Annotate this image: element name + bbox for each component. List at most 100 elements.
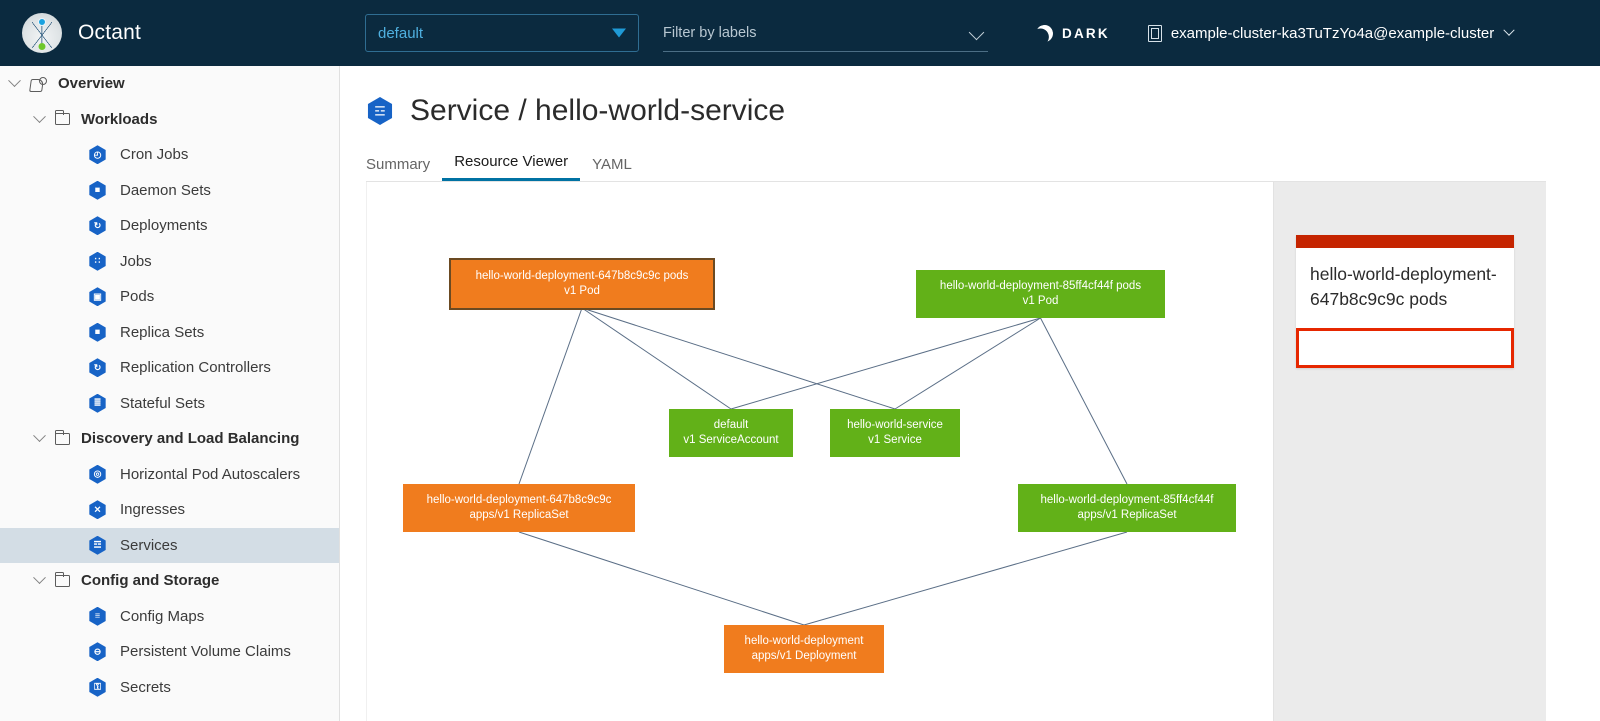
sidebar-item-workloads[interactable]: Workloads bbox=[0, 102, 339, 138]
sidebar-item-stateful-sets[interactable]: ≣ Stateful Sets bbox=[0, 386, 339, 422]
sidebar-item-label: Daemon Sets bbox=[120, 181, 211, 199]
sidebar-item-label: Ingresses bbox=[120, 501, 186, 519]
namespace-select[interactable]: default bbox=[365, 14, 639, 52]
sidebar-item-config-and-storage[interactable]: Config and Storage bbox=[0, 563, 339, 599]
sidebar-item-config-maps[interactable]: ≡ Config Maps bbox=[0, 599, 339, 635]
sidebar-item-label: Workloads bbox=[81, 110, 158, 128]
sidebar-item-label: Config Maps bbox=[120, 607, 205, 625]
folder-icon bbox=[54, 571, 70, 587]
caret-down-icon bbox=[612, 28, 626, 38]
sidebar-item-label: Replication Controllers bbox=[120, 359, 271, 377]
chevron-down-icon bbox=[968, 24, 985, 41]
main-content: ☲ Service / hello-world-service Summary R… bbox=[340, 66, 1600, 721]
pod-icon: ▣ bbox=[88, 287, 107, 307]
tab-yaml[interactable]: YAML bbox=[592, 156, 632, 173]
graph-node-kind: apps/v1 ReplicaSet bbox=[469, 509, 569, 521]
sidebar-item-label: Stateful Sets bbox=[120, 394, 206, 412]
graph-node-rs-85f[interactable]: hello-world-deployment-85ff4cf44f apps/v1… bbox=[1018, 484, 1236, 532]
sidebar-item-pods[interactable]: ▣Pods bbox=[0, 279, 339, 315]
sidebar-item-cron-jobs[interactable]: ◴Cron Jobs bbox=[0, 137, 339, 173]
chevron-down-icon[interactable] bbox=[8, 74, 21, 88]
sidebar-item-overview[interactable]: Overview bbox=[0, 66, 339, 102]
graph-node-kind: v1 ServiceAccount bbox=[683, 434, 779, 446]
sidebar-item-ingresses[interactable]: ✕ Ingresses bbox=[0, 492, 339, 528]
sidebar-item-daemon-sets[interactable]: ■Daemon Sets bbox=[0, 173, 339, 209]
graph-edge bbox=[518, 307, 583, 485]
filter-by-labels-placeholder: Filter by labels bbox=[663, 24, 757, 41]
sidebar-item-horizontal-pod-autoscalers[interactable]: ◎Horizontal Pod Autoscalers bbox=[0, 457, 339, 493]
brand: Octant bbox=[0, 13, 345, 53]
sidebar-item-secrets[interactable]: ⚿ Secrets bbox=[0, 670, 339, 706]
detail-card-accent-bar bbox=[1296, 235, 1514, 248]
page-title-text: Service / hello-world-service bbox=[410, 94, 786, 127]
folder-icon bbox=[54, 429, 70, 445]
sidebar-item-services[interactable]: ☲Services bbox=[0, 527, 339, 563]
resource-graph[interactable]: hello-world-deployment-647b8c9c9c pods v1… bbox=[367, 182, 1546, 721]
pvc-icon: ⊖ bbox=[88, 642, 107, 662]
cluster-select-value: example-cluster-ka3TuTzYo4a@example-clus… bbox=[1170, 24, 1495, 42]
sidebar-item-label: Jobs bbox=[120, 252, 152, 270]
sidebar-item-label: Services bbox=[120, 536, 178, 554]
chevron-down-icon[interactable] bbox=[33, 571, 46, 585]
graph-node-rs-647[interactable]: hello-world-deployment-647b8c9c9c apps/v1… bbox=[403, 484, 635, 532]
tab-summary[interactable]: Summary bbox=[366, 156, 431, 173]
graph-node-name: default bbox=[713, 419, 749, 431]
graph-node-kind: v1 Pod bbox=[1022, 295, 1059, 307]
graph-edge bbox=[581, 307, 732, 410]
sidebar-item-label: Replica Sets bbox=[120, 323, 205, 341]
dark-mode-toggle[interactable]: DARK bbox=[1036, 25, 1110, 42]
graph-node-pod-647[interactable]: hello-world-deployment-647b8c9c9c pods v1… bbox=[449, 258, 715, 310]
replicaset-icon: ■ bbox=[88, 322, 107, 342]
graph-node-svc[interactable]: hello-world-service v1 Service bbox=[830, 409, 960, 457]
chevron-down-icon[interactable] bbox=[33, 429, 46, 443]
graph-node-name: hello-world-deployment-85ff4cf44f bbox=[1040, 494, 1214, 506]
resource-viewer-panel: hello-world-deployment-647b8c9c9c pods v1… bbox=[366, 182, 1546, 721]
sidebar-item-deployments[interactable]: ↻Deployments bbox=[0, 208, 339, 244]
detail-pane: hello-world-deployment-647b8c9c9c pods bbox=[1273, 182, 1546, 721]
graph-edge bbox=[518, 531, 805, 626]
service-icon: ☲ bbox=[366, 97, 394, 125]
graph-node-sa[interactable]: default v1 ServiceAccount bbox=[669, 409, 793, 457]
filter-by-labels-input[interactable]: Filter by labels bbox=[663, 14, 988, 52]
cluster-icon bbox=[1147, 24, 1162, 42]
configmap-icon: ≡ bbox=[88, 606, 107, 626]
top-navigation-bar: Octant default Filter by labels DARK exa… bbox=[0, 0, 1600, 66]
dark-mode-label: DARK bbox=[1062, 25, 1110, 41]
graph-node-kind: v1 Service bbox=[868, 434, 922, 446]
detail-card[interactable]: hello-world-deployment-647b8c9c9c pods bbox=[1296, 235, 1514, 368]
graph-edge bbox=[894, 317, 1041, 410]
ingress-icon: ✕ bbox=[88, 500, 107, 520]
rc-icon: ↻ bbox=[88, 358, 107, 378]
sidebar-item-replication-controllers[interactable]: ↻ Replication Controllers bbox=[0, 350, 339, 386]
sidebar-item-replica-sets[interactable]: ■ Replica Sets bbox=[0, 315, 339, 351]
graph-node-kind: v1 Pod bbox=[564, 285, 600, 297]
tab-bar: Summary Resource Viewer YAML bbox=[366, 150, 1600, 181]
graph-node-name: hello-world-deployment-647b8c9c9c bbox=[426, 494, 612, 506]
sidebar-item-label: Discovery and Load Balancing bbox=[81, 430, 300, 448]
sidebar-item-label: Config and Storage bbox=[81, 572, 220, 590]
sidebar-item-label: Secrets bbox=[120, 678, 171, 696]
chevron-down-icon[interactable] bbox=[33, 110, 46, 123]
cluster-select[interactable]: example-cluster-ka3TuTzYo4a@example-clus… bbox=[1147, 24, 1515, 42]
graph-edge bbox=[803, 531, 1128, 626]
sidebar-item-persistent-volume-claims[interactable]: ⊖Persistent Volume Claims bbox=[0, 634, 339, 670]
statefulset-icon: ≣ bbox=[88, 393, 107, 413]
tab-bar-divider bbox=[366, 181, 1546, 182]
graph-node-name: hello-world-service bbox=[847, 419, 943, 431]
secret-icon: ⚿ bbox=[88, 677, 107, 697]
graph-edge bbox=[581, 307, 896, 410]
deployment-icon: ↻ bbox=[88, 216, 107, 236]
page-title: ☲ Service / hello-world-service bbox=[366, 94, 1600, 128]
tab-resource-viewer[interactable]: Resource Viewer bbox=[442, 153, 581, 181]
detail-card-body bbox=[1296, 328, 1514, 368]
sidebar-item-jobs[interactable]: ∷ Jobs bbox=[0, 244, 339, 280]
chevron-down-icon bbox=[1503, 24, 1515, 36]
graph-node-name: hello-world-deployment-647b8c9c9c pods bbox=[475, 270, 689, 282]
sidebar-item-discovery-and-load-balancing[interactable]: Discovery and Load Balancing bbox=[0, 421, 339, 457]
graph-node-kind: apps/v1 ReplicaSet bbox=[1077, 509, 1177, 521]
detail-pane-scrollbar[interactable] bbox=[1542, 182, 1546, 721]
job-icon: ∷ bbox=[88, 251, 107, 271]
